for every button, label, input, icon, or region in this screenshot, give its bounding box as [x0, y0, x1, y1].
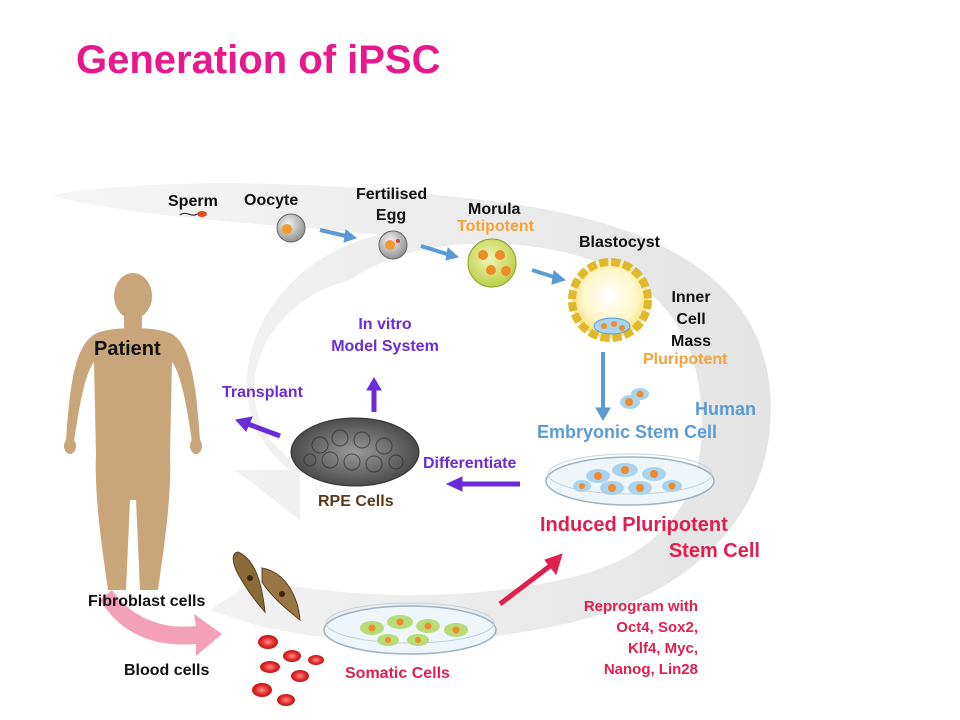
patient-silhouette-icon: [64, 273, 202, 590]
label-oocyte: Oocyte: [244, 192, 299, 209]
label-totipotent: Totipotent: [457, 218, 535, 235]
blastocyst-icon: [568, 258, 652, 342]
purple-arrows: [235, 377, 520, 492]
label-sperm: Sperm: [168, 193, 218, 210]
label-human-esc: Human: [694, 399, 756, 419]
blue-arrows: [319, 228, 611, 421]
rpe-cells-icon: [290, 417, 420, 487]
sperm-icon: [179, 211, 207, 217]
label-patient: Patient: [94, 338, 161, 360]
label-fertilised-egg: Fertilised Egg: [356, 186, 428, 224]
oocyte-icon: [276, 213, 306, 243]
blood-cells-icon: [252, 635, 324, 706]
somatic-petri-dish-icon: [323, 602, 497, 655]
label-embryonic-stem-cell: Embryonic Stem Cell: [537, 422, 718, 442]
label-rpe-cells: RPE Cells: [318, 493, 394, 510]
ipsc-petri-dish-icon: [545, 453, 715, 506]
label-reprogram: Reprogram with Oct4, Sox2, Klf4, Myc, Na…: [583, 598, 698, 678]
fibroblast-cells-icon: [232, 551, 301, 622]
label-pluripotent: Pluripotent: [643, 351, 728, 368]
label-in-vitro-model: In vitro Model System: [331, 316, 439, 355]
label-morula: Morula: [468, 201, 521, 218]
label-ipsc: Induced Pluripotent Stem Cell: [540, 514, 760, 562]
label-somatic-cells: Somatic Cells: [345, 665, 450, 682]
fertilised-egg-icon: [378, 230, 408, 260]
label-blastocyst: Blastocyst: [579, 234, 660, 251]
label-transplant: Transplant: [222, 384, 303, 401]
pink-flow-arrow: [100, 590, 222, 656]
page-title: Generation of iPSC: [76, 38, 441, 82]
esc-cluster-icon: [620, 388, 649, 409]
morula-icon: [467, 238, 517, 288]
label-differentiate: Differentiate: [423, 455, 517, 472]
red-reprogram-arrow: [498, 553, 563, 606]
label-fibroblast-cells: Fibroblast cells: [88, 593, 206, 610]
label-blood-cells: Blood cells: [124, 662, 210, 679]
label-inner-cell-mass: Inner Cell Mass: [670, 289, 712, 350]
